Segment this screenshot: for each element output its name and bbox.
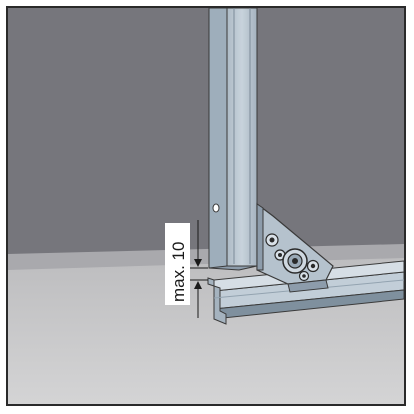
bracket-bolt-center	[282, 248, 308, 274]
dimension-marker	[190, 220, 208, 318]
assembly-diagram: max. 10	[8, 8, 404, 404]
dimension-label: max. 10	[169, 242, 188, 302]
illustration-frame: max. 10	[6, 6, 406, 406]
bracket-screw-4	[298, 270, 310, 282]
vertical-post	[208, 8, 258, 271]
bracket-screw-1	[265, 233, 279, 247]
dimension-label-bg	[165, 223, 190, 305]
wall-panel	[8, 8, 404, 258]
bracket-screw-3	[306, 259, 320, 273]
bracket-screw-2	[274, 249, 286, 261]
